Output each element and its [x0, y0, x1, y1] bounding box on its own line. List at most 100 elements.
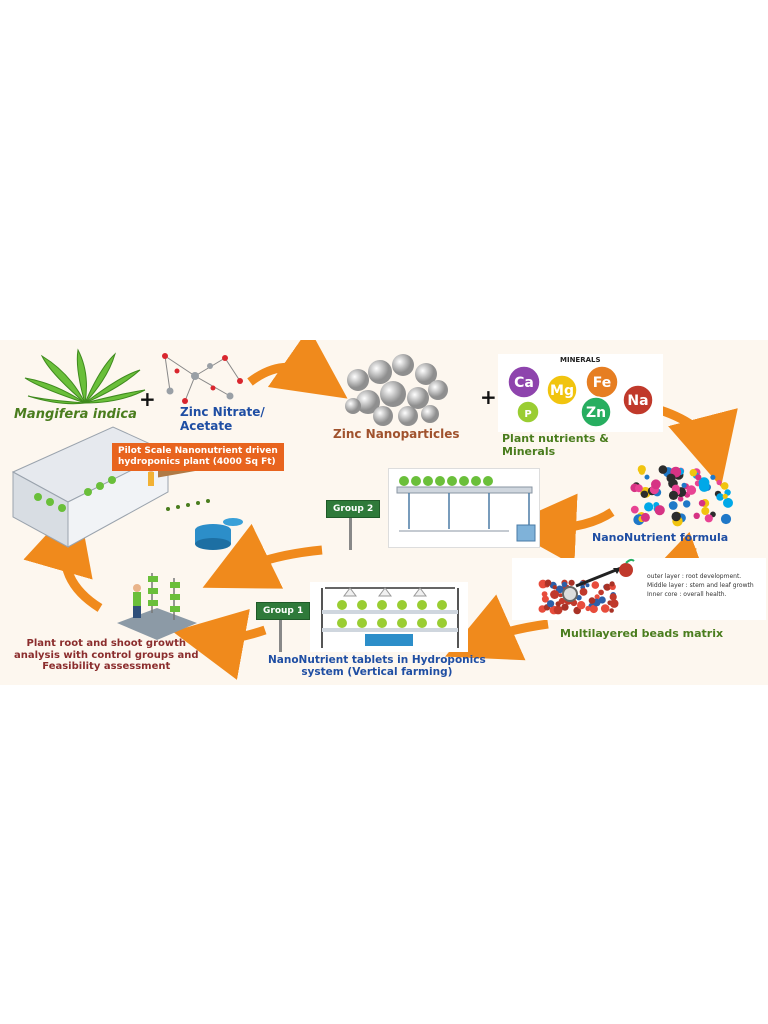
mineral-bubble-zn: [580, 396, 612, 428]
mineral-bubble-na: [622, 384, 654, 416]
bead-particle: [541, 595, 549, 603]
formula-particle: [666, 473, 676, 483]
formula-particle: [716, 479, 722, 486]
bead-particle: [603, 583, 611, 591]
bead-particle: [561, 581, 568, 588]
mineral-symbol-mg: Mg: [550, 383, 574, 399]
pilot-plant-callout: Pilot Scale Nanonutrient driven hydropon…: [112, 443, 284, 471]
bead-particle: [541, 591, 548, 597]
formula-particle: [640, 512, 650, 522]
zinc-np-label: Zinc Nanoparticles: [333, 427, 460, 441]
bead-cross-section: [562, 586, 578, 602]
group2-sign-post: [349, 518, 352, 550]
formula-particle: [630, 505, 639, 514]
formula-particle: [635, 484, 643, 493]
bead-layer-outer: outer layer : root development.: [647, 573, 742, 580]
formula-particle: [644, 474, 650, 480]
bead-particle: [589, 604, 598, 614]
formula-particle: [693, 512, 700, 519]
arrow-group2-to-analysis: [202, 523, 323, 589]
analysis-label: Plant root and shoot growth analysis wit…: [14, 638, 199, 672]
bead-particle: [609, 581, 615, 587]
bead-particle: [568, 579, 575, 586]
formula-particle: [658, 465, 668, 474]
bead-particle: [600, 604, 610, 613]
nanonutrient-formula-particles: [630, 465, 733, 527]
plant-nutrients-label: Plant nutrients & Minerals: [502, 432, 609, 458]
plus-sign: +: [139, 387, 156, 411]
bead-particle: [550, 590, 560, 599]
bead-particle: [609, 608, 614, 613]
formula-particle: [689, 469, 697, 477]
formula-particle: [720, 513, 732, 525]
bead-particle: [558, 597, 566, 605]
formula-particle: [668, 490, 679, 500]
mineral-bubble-mg: [546, 374, 578, 406]
beads-label: Multilayered beads matrix: [560, 627, 724, 640]
bead-particle: [585, 583, 590, 588]
arrow-group1-to-analysis: [172, 609, 267, 680]
bead-particle: [591, 581, 600, 589]
beads-illustration: [538, 558, 635, 615]
minerals-title: MINERALS: [560, 356, 601, 364]
bead-layer-middle: Middle layer : stem and leaf growth: [647, 582, 754, 589]
formula-particle: [638, 468, 645, 475]
formula-particle: [710, 474, 716, 480]
group1-sign-post: [279, 620, 282, 652]
group1-sign: Group 1: [256, 602, 311, 620]
mineral-symbol-na: Na: [627, 393, 648, 409]
beads-matrix-card: outer layer : root development. Middle l…: [512, 558, 766, 620]
bead-particle: [576, 595, 582, 601]
formula-particle: [698, 481, 710, 492]
arrow-to-zinc-np: [247, 340, 348, 399]
formula-particle: [671, 484, 680, 493]
flow-arrows: [23, 340, 738, 680]
bead-layers-list: outer layer : root development. Middle l…: [647, 572, 754, 599]
bead-particle: [598, 589, 604, 596]
formula-particle: [701, 507, 710, 515]
formula-particle: [695, 474, 702, 481]
bead-particle: [561, 603, 569, 611]
mineral-symbol-fe: Fe: [593, 375, 612, 391]
formula-particle: [654, 505, 665, 516]
mineral-bubble-ca: [507, 365, 541, 399]
formula-particle: [725, 501, 732, 508]
plus-sign-2: +: [480, 385, 497, 409]
vertical-farm-worker-illustration: [117, 573, 197, 640]
formula-particle: [698, 499, 706, 507]
process-diagram: Mangifera indica + Zinc Nitrate/ Acetate…: [0, 340, 768, 685]
formula-particle: [681, 482, 687, 488]
group2-sign: Group 2: [326, 500, 381, 518]
zinc-salt-label: Zinc Nitrate/ Acetate: [180, 405, 265, 433]
formula-particle: [683, 500, 691, 508]
formula-particle: [677, 496, 684, 502]
arrow-to-hydroponics: [445, 594, 549, 661]
mineral-symbol-ca: Ca: [514, 375, 534, 391]
formula-particle: [704, 514, 713, 523]
mineral-symbol-zn: Zn: [586, 405, 606, 421]
mango-leaves-illustration: [24, 348, 146, 405]
formula-particle: [720, 482, 729, 490]
bead-particle: [577, 601, 586, 610]
bead-particle: [579, 588, 588, 596]
bead-particle: [609, 599, 619, 608]
formula-particle: [722, 493, 728, 499]
nano-formula-label: NanoNutrient formula: [592, 531, 729, 544]
bead-particle: [594, 594, 600, 600]
zinc-salt-crystal-structure: [162, 353, 243, 404]
arrow-to-formula: [658, 405, 738, 487]
bead-particle: [547, 600, 555, 608]
mangifera-label: Mangifera indica: [14, 407, 137, 422]
bead-particle: [609, 593, 617, 601]
formula-particle: [671, 511, 681, 522]
hydroponics-label: NanoNutrient tablets in Hydroponics syst…: [268, 654, 486, 679]
bead-particle: [553, 605, 563, 615]
group1-vertical-rack: [310, 582, 468, 652]
bead-particle: [544, 579, 552, 587]
formula-particle: [644, 502, 654, 512]
bead-particle: [588, 597, 596, 604]
formula-particle: [651, 479, 661, 490]
bead-particle: [558, 593, 563, 598]
